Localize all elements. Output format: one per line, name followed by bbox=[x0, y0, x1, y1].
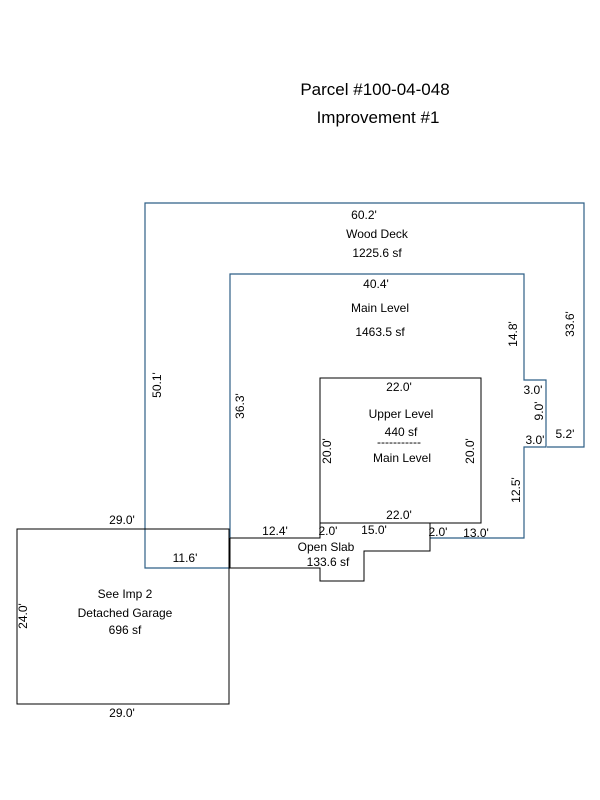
wood-deck-area: 1225.6 sf bbox=[352, 246, 402, 260]
dim-garage-top: 29.0' bbox=[109, 513, 135, 527]
dim-garage-bottom: 29.0' bbox=[109, 706, 135, 720]
upper-level-area: 440 sf bbox=[385, 425, 418, 439]
dim-slab-left-step: 2.0' bbox=[319, 524, 338, 538]
dim-garage-left: 24.0' bbox=[16, 603, 30, 629]
main-level-outline bbox=[229, 273, 547, 539]
dim-upper-right: 20.0' bbox=[463, 438, 477, 464]
garage-ref-label: See Imp 2 bbox=[98, 587, 153, 601]
dim-deck-step: 5.2' bbox=[556, 427, 575, 441]
dim-deck-left: 50.1' bbox=[150, 372, 164, 398]
dim-notch-side: 9.0' bbox=[532, 402, 546, 421]
open-slab-area: 133.6 sf bbox=[307, 555, 350, 569]
main-level-area: 1463.5 sf bbox=[355, 325, 405, 339]
dim-main-right-upper: 14.8' bbox=[506, 321, 520, 347]
dim-main-right-lower: 12.5' bbox=[509, 477, 523, 503]
dim-deck-right: 33.6' bbox=[563, 311, 577, 337]
garage-outline bbox=[16, 528, 230, 705]
dim-upper-left: 20.0' bbox=[320, 438, 334, 464]
dim-main-bottom-left: 12.4' bbox=[262, 524, 288, 538]
dim-main-top: 40.4' bbox=[363, 277, 389, 291]
wood-deck-outline bbox=[144, 202, 585, 569]
upper-level-label: Upper Level bbox=[369, 407, 434, 421]
level-divider: ----------- bbox=[377, 435, 421, 449]
main-level-label: Main Level bbox=[351, 301, 409, 315]
upper-below-main-label: Main Level bbox=[373, 451, 431, 465]
parcel-title: Parcel #100-04-048 bbox=[300, 80, 449, 99]
improvement-title: Improvement #1 bbox=[317, 108, 440, 127]
dim-main-bottom-right: 13.0' bbox=[463, 526, 489, 540]
wood-deck-label: Wood Deck bbox=[346, 227, 409, 241]
dim-upper-bottom: 22.0' bbox=[386, 508, 412, 522]
dim-deck-bottom: 11.6' bbox=[173, 551, 198, 565]
garage-area: 696 sf bbox=[109, 623, 142, 637]
dim-main-left: 36.3' bbox=[233, 393, 247, 419]
dim-upper-top: 22.0' bbox=[386, 380, 412, 394]
open-slab-label: Open Slab bbox=[298, 540, 355, 554]
garage-label: Detached Garage bbox=[78, 606, 173, 620]
dim-notch-top: 3.0' bbox=[524, 383, 543, 397]
dim-slab-right-step: 2.0' bbox=[429, 525, 448, 539]
dim-slab-width: 15.0' bbox=[361, 523, 387, 537]
dim-deck-top: 60.2' bbox=[351, 208, 377, 222]
open-slab-outline bbox=[229, 522, 431, 582]
dim-notch-bottom: 3.0' bbox=[526, 433, 545, 447]
